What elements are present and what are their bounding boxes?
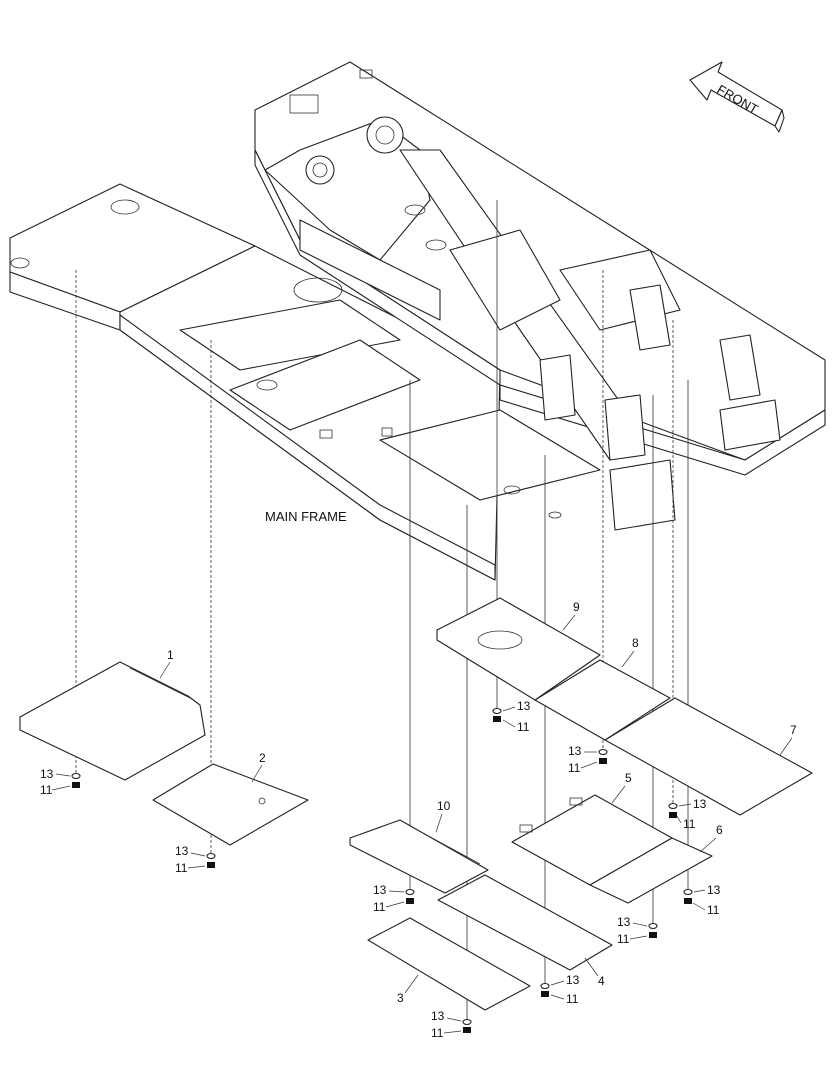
washer-label: 13 xyxy=(566,973,580,987)
bolt-icon xyxy=(599,758,607,764)
part-3-plate xyxy=(367,917,531,1011)
part-9-plate xyxy=(436,597,601,701)
part-number-2: 2 xyxy=(259,751,266,765)
washer-label: 13 xyxy=(693,797,707,811)
part-number-9: 9 xyxy=(573,600,580,614)
fastener-group-9: 13 11 xyxy=(683,883,721,917)
bolt-icon xyxy=(541,991,549,997)
fastener-group-10: 13 11 xyxy=(617,915,658,946)
washer-label: 13 xyxy=(517,699,531,713)
part-number-1: 1 xyxy=(167,648,174,662)
bolt-label: 11 xyxy=(517,720,530,734)
bolt-label: 11 xyxy=(568,761,581,775)
bolt-icon xyxy=(669,812,677,818)
part-number-4: 4 xyxy=(598,974,605,988)
part-number-5: 5 xyxy=(625,771,632,785)
part-4-plate xyxy=(437,874,613,971)
washer-label: 13 xyxy=(617,915,631,929)
fastener-group-7: 13 11 xyxy=(568,744,608,775)
part-number-10: 10 xyxy=(437,799,451,813)
washer-label: 13 xyxy=(431,1009,445,1023)
part-7-plate xyxy=(604,697,813,816)
bolt-icon xyxy=(649,932,657,938)
bolt-label: 11 xyxy=(175,861,188,875)
fastener-group-6: 13 11 xyxy=(540,973,580,1006)
washer-label: 13 xyxy=(40,767,54,781)
fastener-group-3: 13 11 xyxy=(373,883,415,914)
bolt-icon xyxy=(463,1027,471,1033)
fastener-group-5: 13 11 xyxy=(492,699,531,734)
fastener-group-8: 13 11 xyxy=(668,797,707,831)
bolt-label: 11 xyxy=(373,900,386,914)
main-frame-label: MAIN FRAME xyxy=(265,509,347,524)
part-number-6: 6 xyxy=(716,823,723,837)
bolt-label: 11 xyxy=(40,783,53,797)
front-arrow: FRONT xyxy=(689,61,785,133)
bolt-label: 11 xyxy=(617,932,630,946)
bolt-label: 11 xyxy=(566,992,579,1006)
washer-label: 13 xyxy=(707,883,721,897)
bolt-icon xyxy=(684,898,692,904)
part-number-8: 8 xyxy=(632,636,639,650)
part-10-plate xyxy=(349,819,489,894)
washer-label: 13 xyxy=(568,744,582,758)
part-2-plate xyxy=(152,763,309,846)
bolt-icon xyxy=(72,782,80,788)
part-number-3: 3 xyxy=(397,991,404,1005)
washer-label: 13 xyxy=(175,844,189,858)
bolt-icon xyxy=(493,716,501,722)
bolt-label: 11 xyxy=(431,1026,444,1040)
bolt-icon xyxy=(207,862,215,868)
washer-label: 13 xyxy=(373,883,387,897)
fastener-group-1: 13 11 xyxy=(40,767,81,797)
fastener-group-4: 13 11 xyxy=(431,1009,472,1040)
main-frame-drawing xyxy=(9,61,826,581)
part-8-plate xyxy=(534,659,671,741)
part-number-labels: 1 2 3 4 5 6 7 8 9 10 xyxy=(159,600,797,1005)
bolt-label: 11 xyxy=(707,903,720,917)
alignment-lines xyxy=(75,200,689,1020)
part-6-plate xyxy=(589,837,713,904)
part-number-7: 7 xyxy=(790,723,797,737)
part-1-plate xyxy=(19,661,206,781)
fastener-group-2: 13 11 xyxy=(175,844,216,875)
bolt-icon xyxy=(406,898,414,904)
bolt-label: 11 xyxy=(683,817,696,831)
